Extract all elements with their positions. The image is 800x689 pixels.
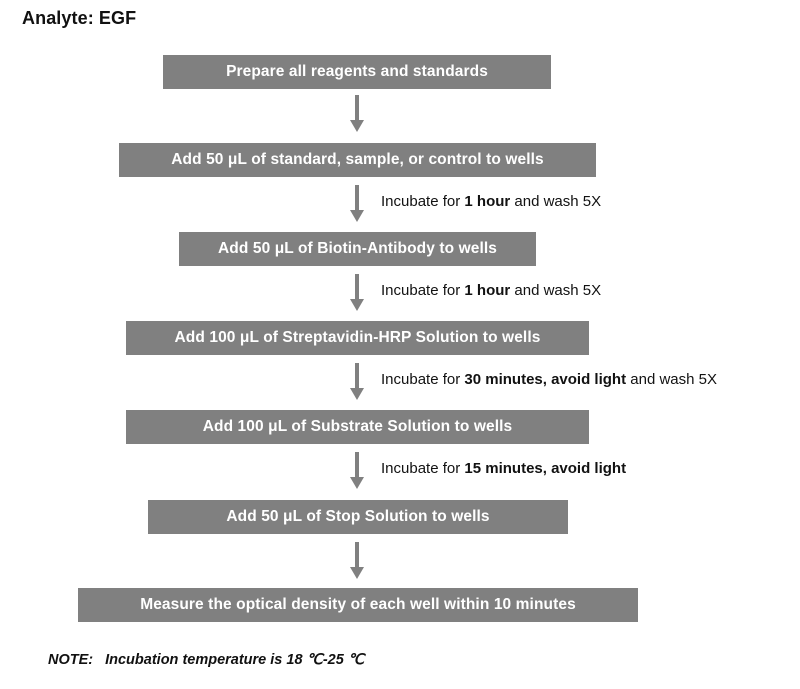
annotation-emphasis: 30 minutes, avoid light — [464, 371, 627, 388]
note-text: NOTE: Incubation temperature is 18 ℃-25 ℃ — [48, 652, 364, 668]
note-label: NOTE: — [48, 652, 94, 668]
connector-annotation-1: Incubate for 1 hour and wash 5X — [381, 194, 601, 209]
annotation-emphasis: 15 minutes, avoid light — [464, 460, 627, 477]
page-title: Analyte: EGF — [22, 8, 137, 28]
flow-step-prepare-reagents: Prepare all reagents and standards — [163, 55, 551, 89]
annotation-emphasis: 1 hour — [464, 193, 511, 210]
arrow-down-icon-5 — [348, 452, 366, 490]
note-body: Incubation temperature is 18 ℃-25 ℃ — [105, 652, 365, 668]
connector-annotation-2: Incubate for 1 hour and wash 5X — [381, 283, 601, 298]
connector-annotation-3: Incubate for 30 minutes, avoid light and… — [381, 372, 717, 387]
flow-step-label: Add 100 μL of Substrate Solution to well… — [202, 418, 513, 435]
annotation-prefix: Incubate for — [381, 193, 465, 210]
flow-step-label: Prepare all reagents and standards — [226, 63, 488, 80]
annotation-suffix: and wash 5X — [626, 371, 717, 388]
arrow-down-icon-1 — [348, 95, 366, 133]
flow-step-measure-optical-density: Measure the optical density of each well… — [78, 588, 638, 622]
flow-step-label: Add 50 μL of Stop Solution to wells — [226, 508, 490, 525]
arrow-down-icon-4 — [348, 363, 366, 401]
flow-step-label: Measure the optical density of each well… — [140, 596, 576, 613]
annotation-prefix: Incubate for — [381, 371, 465, 388]
annotation-suffix: and wash 5X — [510, 282, 602, 299]
annotation-emphasis: 1 hour — [464, 282, 511, 299]
arrow-down-icon-2 — [348, 185, 366, 223]
connector-annotation-4: Incubate for 15 minutes, avoid light — [381, 461, 626, 476]
annotation-prefix: Incubate for — [381, 460, 465, 477]
arrow-down-icon-3 — [348, 274, 366, 312]
flow-step-add-standard-sample-control: Add 50 μL of standard, sample, or contro… — [119, 143, 596, 177]
flow-step-add-biotin-antibody: Add 50 μL of Biotin-Antibody to wells — [179, 232, 536, 266]
annotation-prefix: Incubate for — [381, 282, 465, 299]
flow-step-label: Add 50 μL of Biotin-Antibody to wells — [218, 240, 497, 257]
arrow-down-icon-6 — [348, 542, 366, 580]
flow-step-add-stop-solution: Add 50 μL of Stop Solution to wells — [148, 500, 568, 534]
annotation-suffix: and wash 5X — [510, 193, 602, 210]
flow-step-label: Add 50 μL of standard, sample, or contro… — [171, 151, 544, 168]
flow-step-add-streptavidin-hrp: Add 100 μL of Streptavidin-HRP Solution … — [126, 321, 589, 355]
flow-step-add-substrate-solution: Add 100 μL of Substrate Solution to well… — [126, 410, 589, 444]
flow-step-label: Add 100 μL of Streptavidin-HRP Solution … — [174, 329, 541, 346]
